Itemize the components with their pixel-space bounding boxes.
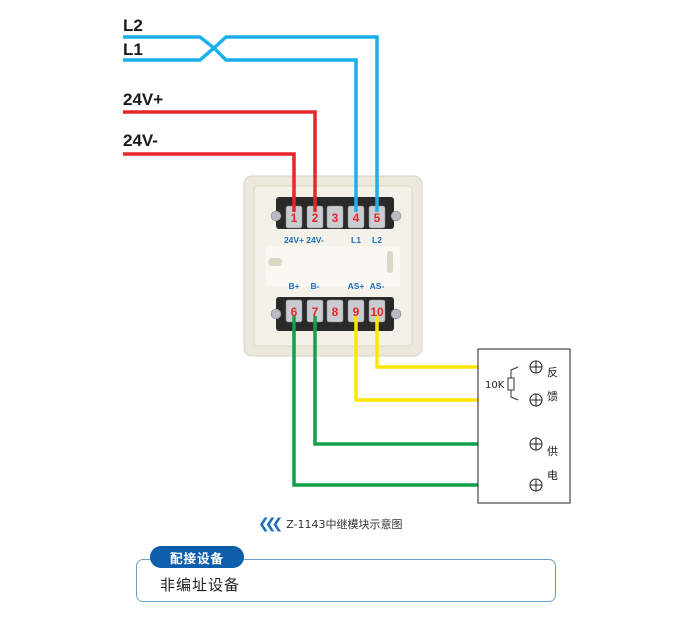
terminal-supply-2-icon — [529, 478, 543, 492]
terminal-label: L1 — [351, 235, 361, 245]
terminal-label: AS- — [370, 281, 385, 291]
terminal-supply-1-icon — [529, 437, 543, 451]
terminal-number: 8 — [332, 305, 339, 319]
terminal-label: 24V+ — [284, 235, 304, 245]
wire-l1 — [123, 35, 379, 212]
label-supply-2: 电 — [547, 469, 558, 482]
terminal-number: 4 — [353, 211, 360, 225]
bus-wires — [123, 35, 379, 212]
resistor-lead — [510, 366, 519, 378]
label-24v-plus: 24V+ — [123, 90, 163, 109]
terminal-number: 6 — [291, 305, 298, 319]
terminal-number: 1 — [291, 211, 298, 225]
label-l1: L1 — [123, 40, 143, 59]
wire-as-plus — [354, 316, 518, 402]
field-device: 10K 反 馈 供 电 — [477, 348, 571, 504]
resistor-icon — [507, 377, 515, 391]
triple-chevron-left-icon: ❮❮❮ — [258, 516, 283, 532]
terminal-number: 3 — [332, 211, 339, 225]
terminal-number: 2 — [312, 211, 319, 225]
wire-b-minus — [313, 316, 528, 446]
wire-l2 — [123, 35, 358, 212]
terminal-feedback-1-icon — [529, 360, 543, 374]
terminal-label: B- — [311, 281, 320, 291]
terminal-label: AS+ — [348, 281, 365, 291]
terminal-label: 24V- — [306, 235, 324, 245]
diagram-caption: ❮❮❮ Z-1143中继模块示意图 — [258, 515, 403, 533]
compatible-devices-tab: 配接设备 — [150, 546, 244, 568]
terminal-screw-icon — [326, 205, 344, 229]
top-terminal-3: 3 — [326, 205, 344, 229]
wire-24v-minus — [123, 152, 296, 212]
terminal-label: L2 — [372, 235, 382, 245]
terminal-number: 10 — [370, 305, 384, 319]
label-l2: L2 — [123, 16, 143, 35]
terminal-feedback-2-icon — [529, 393, 543, 407]
terminal-label: B+ — [288, 281, 299, 291]
power-wires — [123, 110, 317, 212]
terminal-number: 9 — [353, 305, 360, 319]
terminal-number: 5 — [374, 211, 381, 225]
label-feedback-2: 馈 — [547, 390, 558, 403]
bottom-terminal-10: 10 — [368, 299, 386, 323]
compatible-devices-text: 非编址设备 — [160, 576, 241, 594]
resistor-label: 10K — [485, 380, 505, 391]
wire-as-minus — [375, 316, 518, 369]
feedback-wires — [354, 316, 518, 402]
terminal-number: 7 — [312, 305, 319, 319]
caption-text: Z-1143中继模块示意图 — [286, 518, 403, 531]
label-feedback-1: 反 — [547, 366, 558, 379]
wire-24v-plus — [123, 110, 317, 212]
label-supply-1: 供 — [547, 444, 558, 458]
bottom-terminal-8: 8 — [326, 299, 344, 323]
terminal-screw-icon — [326, 299, 344, 323]
label-24v-minus: 24V- — [123, 131, 158, 150]
supply-wires — [292, 316, 528, 487]
bottom-terminal-9: 9 — [347, 299, 365, 323]
bottom-terminal-6: 6 — [285, 299, 303, 323]
top-terminal-2: 2 — [306, 205, 324, 229]
wire-b-plus — [292, 316, 528, 487]
